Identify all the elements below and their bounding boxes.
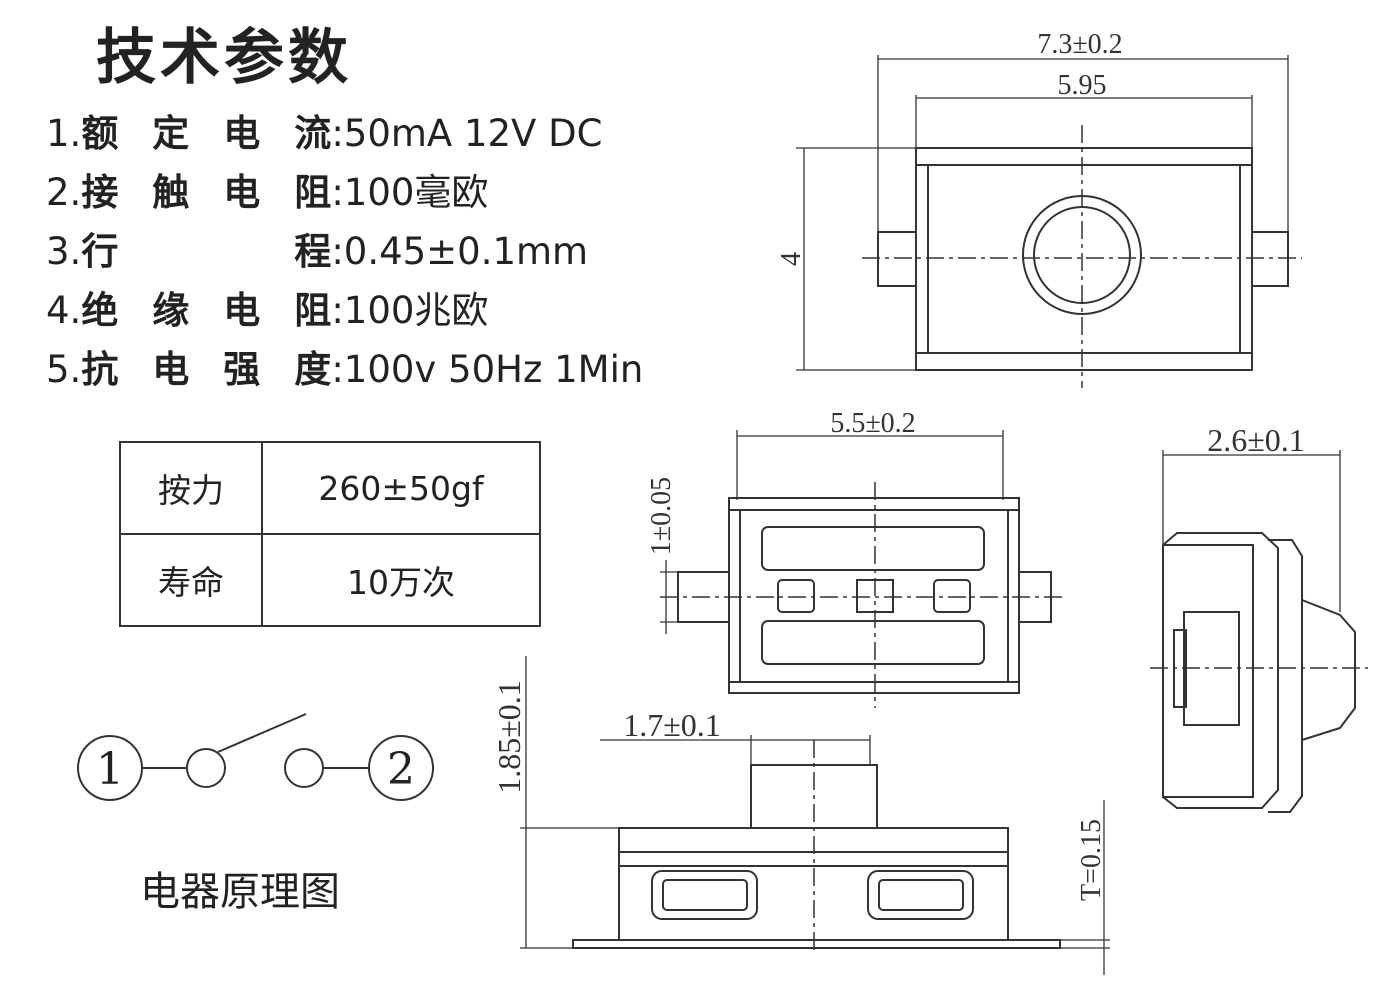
front-view xyxy=(520,656,1110,975)
dim-top-height: 4 xyxy=(776,252,807,266)
dim-top-overall-width: 7.3±0.2 xyxy=(1037,29,1122,60)
spec-label: 抗电强度 xyxy=(81,348,332,391)
params-table: 按力 260±50gf 寿命 10万次 xyxy=(119,441,541,627)
top-view xyxy=(796,55,1302,388)
switch-lever xyxy=(217,713,307,753)
contact-left xyxy=(186,748,226,788)
page-title: 技术参数 xyxy=(96,23,352,93)
table-cell-value: 260±50gf xyxy=(261,441,541,535)
spec-value: 0.45±0.1mm xyxy=(343,230,589,273)
table-row: 按力 260±50gf xyxy=(119,441,541,535)
bottom-view xyxy=(660,430,1066,708)
switch-schematic xyxy=(77,713,434,801)
dim-front-button-width: 1.7±0.1 xyxy=(623,707,721,743)
spec-number: 5. xyxy=(46,348,82,391)
spec-label: 接触电阻 xyxy=(81,171,332,214)
dim-bottom-width: 5.5±0.2 xyxy=(830,408,915,439)
spec-contact-resistance: 2.接触电阻:100毫欧 xyxy=(46,167,666,219)
dim-bottom-small: 1±0.05 xyxy=(646,477,677,555)
terminal-2-circle xyxy=(368,735,434,801)
spec-number: 2. xyxy=(46,171,82,214)
dim-front-height: 1.85±0.1 xyxy=(491,680,527,794)
spec-travel: 3.行 程:0.45±0.1mm xyxy=(46,226,666,278)
terminal-1-label: 1 xyxy=(96,744,124,795)
spec-value: 100v 50Hz 1Min xyxy=(343,348,644,391)
spec-number: 4. xyxy=(46,289,82,332)
contact-right xyxy=(284,748,324,788)
dim-side-width: 2.6±0.1 xyxy=(1207,422,1305,458)
spec-label: 额定电流 xyxy=(81,112,332,155)
spec-number: 1. xyxy=(46,112,82,155)
spec-value: 100兆欧 xyxy=(343,289,489,332)
spec-value: 100毫欧 xyxy=(343,171,489,214)
spec-rated-current: 1.额定电流:50mA 12V DC xyxy=(46,108,666,160)
spec-label: 行 程 xyxy=(81,230,332,273)
spec-number: 3. xyxy=(46,230,82,273)
spec-label: 绝缘电阻 xyxy=(81,289,332,332)
schematic-caption: 电器原理图 xyxy=(140,869,340,915)
table-row: 寿命 10万次 xyxy=(119,533,541,627)
table-cell-label: 寿命 xyxy=(119,533,263,627)
spec-insulation-resistance: 4.绝缘电阻:100兆欧 xyxy=(46,285,666,337)
terminal-2-label: 2 xyxy=(387,744,415,795)
spec-value: 50mA 12V DC xyxy=(343,112,603,155)
side-view xyxy=(1150,450,1368,813)
spec-dielectric-strength: 5.抗电强度:100v 50Hz 1Min xyxy=(46,344,666,396)
dim-front-thickness: T=0.15 xyxy=(1076,819,1107,901)
dim-top-body-width: 5.95 xyxy=(1058,70,1107,101)
table-cell-value: 10万次 xyxy=(261,533,541,627)
table-cell-label: 按力 xyxy=(119,441,263,535)
